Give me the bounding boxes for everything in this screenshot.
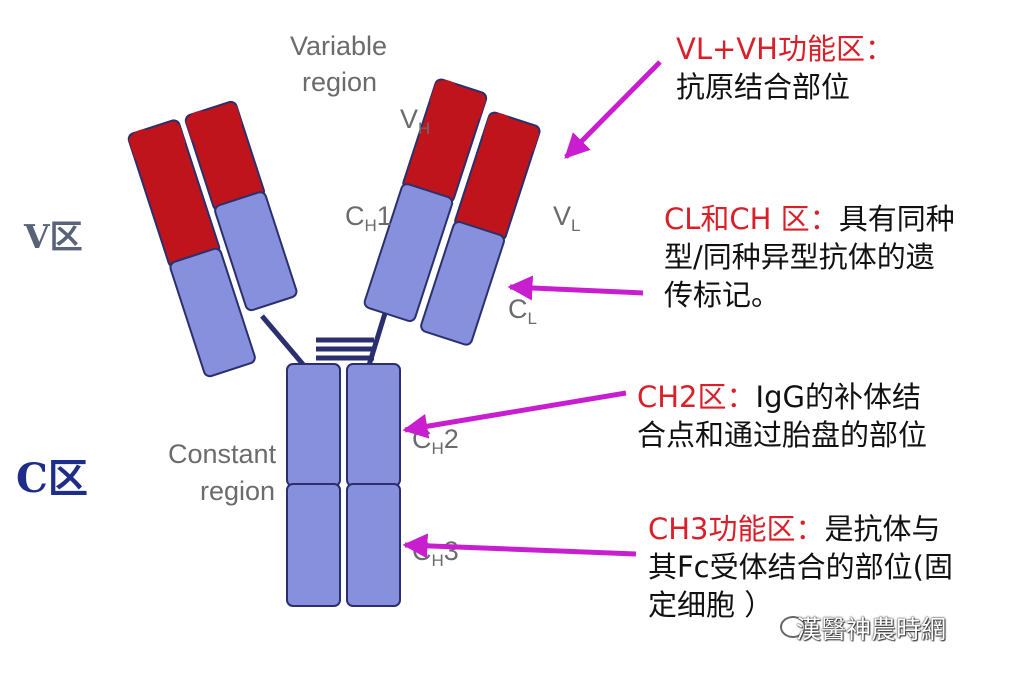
annotation-ch3-title: CH3功能区： [648,512,825,546]
annotation-clch-title: CL和CH 区： [664,202,839,236]
constant-region-label-line1: Constant [168,439,277,469]
annotation-ch2-text1: IgG的补体结 [755,380,921,414]
right-arm [363,78,541,346]
annotation-vlvh-title: VL+VH功能区： [676,32,894,66]
arrow-ch3 [402,533,637,559]
arrow-vlvh [564,60,662,159]
left-heavy-ch1-domain [169,247,256,378]
left-arm [127,100,298,378]
right-ch2-domain [346,363,401,487]
c-zone-label: C区 [16,455,88,502]
watermark-text: 漢醫神農時網 [796,615,947,644]
annotation-ch3-text3: 定细胞 ） [648,588,774,622]
arrow-ch2 [402,390,627,439]
annotation-ch2: CH2区：IgG的补体结 合点和通过胎盘的部位 [637,378,927,454]
ch1-label: CH1 [345,201,392,235]
right-light-constant-domain [420,220,505,346]
annotation-vlvh-text: 抗原结合部位 [676,70,851,104]
watermark-chat-icon [780,616,806,638]
right-heavy-ch1-domain [363,183,454,323]
annotation-clch-text2: 型/同种异型抗体的遗 [664,240,935,274]
constant-region-label-line2: region [200,476,275,506]
cl-label: CL [508,294,537,328]
left-ch3-domain [286,483,341,607]
variable-region-label-line1: Variable [290,31,387,61]
arrow-cl [507,275,644,301]
annotation-ch3-text1: 是抗体与 [824,512,941,546]
annotation-ch2-title: CH2区： [637,380,756,414]
variable-region-label-line2: region [302,67,377,97]
annotation-clch-text1: 具有同种 [838,202,955,236]
v-zone-label: V区 [23,217,83,256]
annotation-ch2-text2: 合点和通过胎盘的部位 [637,418,928,452]
fc-stem [286,363,401,607]
annotation-clch: CL和CH 区：具有同种 型/同种异型抗体的遗 传标记。 [664,200,955,314]
annotation-ch3-text2: 其Fc受体结合的部位(固 [648,550,953,584]
annotation-vlvh: VL+VH功能区： 抗原结合部位 [676,30,894,106]
right-ch3-domain [346,483,401,607]
annotation-clch-text3: 传标记。 [664,278,781,312]
vh-label: VH [400,104,430,138]
left-light-constant-domain [214,191,298,312]
annotation-ch3: CH3功能区：是抗体与 其Fc受体结合的部位(固 定细胞 ） [648,510,953,624]
vl-label: VL [553,201,580,235]
ch3-label: CH3 [412,536,459,570]
left-ch2-domain [286,363,341,487]
